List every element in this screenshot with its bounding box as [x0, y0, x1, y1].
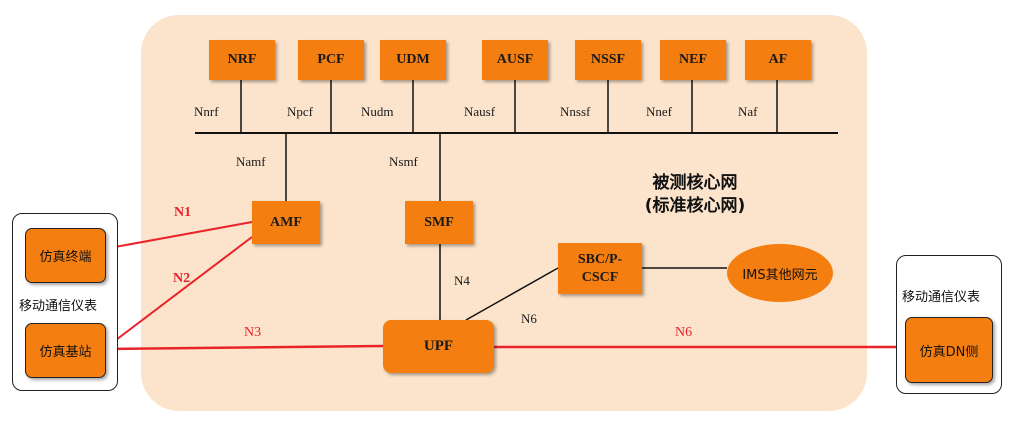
ausf-node: AUSF: [482, 40, 548, 80]
nausf-label: Nausf: [464, 104, 496, 119]
nssf-node: NSSF: [575, 40, 641, 80]
core-subtitle: (标准核心网): [644, 196, 746, 216]
sbc-line2: CSCF: [581, 269, 619, 285]
n6-label: N6: [675, 325, 693, 340]
udm-node: UDM: [380, 40, 446, 80]
n1-label: N1: [174, 205, 192, 220]
nnef-label: Nnef: [646, 104, 672, 119]
nnrf-label: Nnrf: [194, 104, 219, 119]
pcf-node: PCF: [298, 40, 364, 80]
n3-line: [103, 344, 384, 351]
amf-node: AMF: [252, 201, 320, 244]
sbc-line1: SBC/P-: [577, 252, 623, 267]
naf-label: Naf: [738, 104, 758, 119]
sim-dn-node: 仿真DN侧: [905, 317, 993, 383]
upf-node: UPF: [383, 320, 494, 373]
n2-line: [103, 236, 253, 350]
npcf-label: Npcf: [287, 104, 313, 119]
right-instrument-title: 移动通信仪表: [902, 290, 981, 305]
nef-node: NEF: [660, 40, 726, 80]
nnssf-label: Nnssf: [560, 104, 591, 119]
upf-sbc-line: [465, 267, 559, 321]
nrf-node: NRF: [209, 40, 275, 80]
nudm-label: Nudm: [361, 104, 394, 119]
core-title: 被测核心网: [652, 173, 738, 193]
namf-label: Namf: [236, 154, 266, 169]
sim-terminal-node: 仿真终端: [25, 228, 106, 283]
n2-label: N2: [173, 271, 191, 286]
nsmf-label: Nsmf: [389, 154, 418, 169]
smf-node: SMF: [405, 201, 473, 244]
n1-line: [103, 221, 253, 250]
sim-base-station-node: 仿真基站: [25, 323, 106, 378]
ims-node: IMS其他网元: [727, 244, 833, 302]
n3-label: N3: [244, 325, 262, 340]
af-node: AF: [745, 40, 811, 80]
sbc-pcscf-node: SBC/P- CSCF: [558, 243, 642, 294]
n6-sbc-label: N6: [521, 311, 537, 326]
left-instrument-title: 移动通信仪表: [19, 299, 98, 314]
n4-label: N4: [454, 273, 470, 288]
